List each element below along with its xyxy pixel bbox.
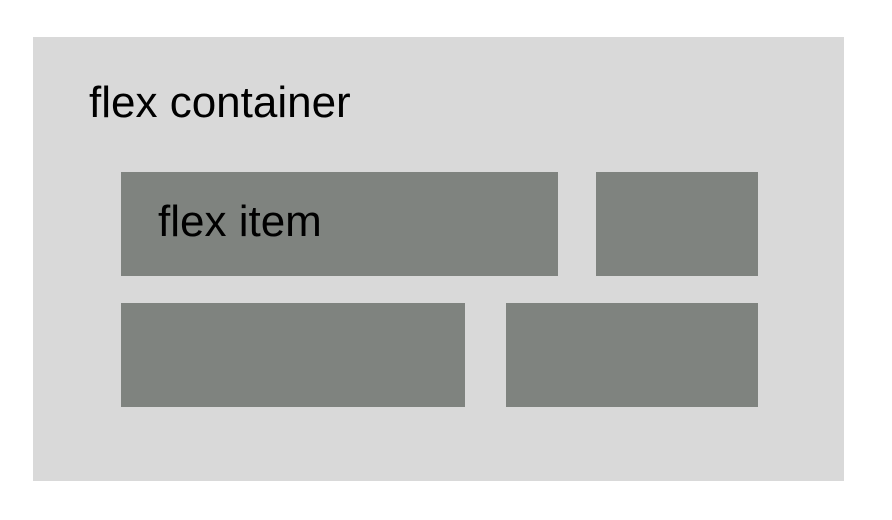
flex-item-label: flex item xyxy=(158,197,322,246)
flex-item-4 xyxy=(506,303,758,407)
flex-item-2 xyxy=(596,172,758,276)
flex-container-label: flex container xyxy=(89,78,351,127)
flex-container-box: flex container flex item xyxy=(33,37,844,481)
flex-item-3 xyxy=(121,303,465,407)
flex-item-1: flex item xyxy=(121,172,558,276)
